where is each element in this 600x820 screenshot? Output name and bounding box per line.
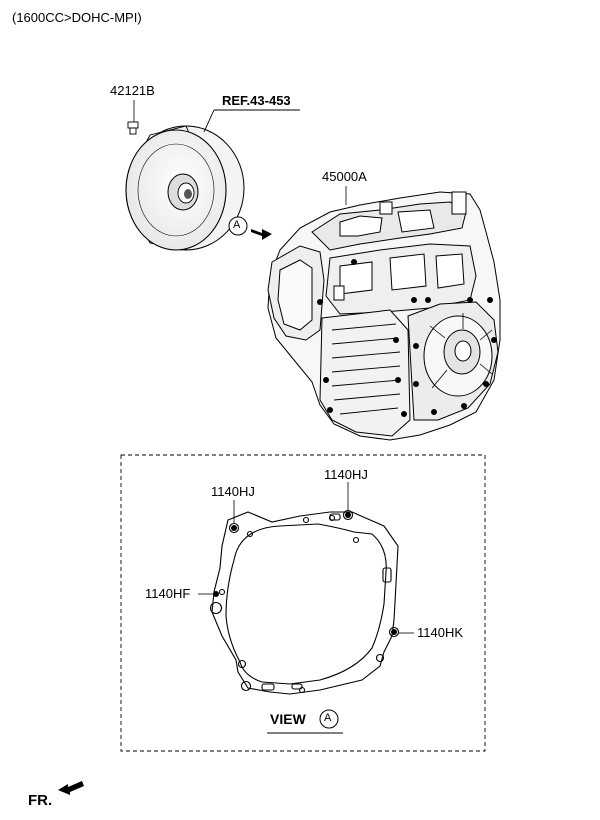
ref-leader [203,109,300,133]
view-a-title-letter: A [324,712,332,724]
view-a-title: VIEW [270,711,306,727]
view-a-frame [120,454,486,752]
callout-leaders [198,482,414,634]
engine-spec-label: (1600CC>DOHC-MPI) [12,10,142,25]
view-a-marker [228,216,272,240]
gasket-plate[interactable] [209,509,400,695]
part-label-45000a[interactable]: 45000A [322,169,367,184]
callout-1140hj-right[interactable]: 1140HJ [324,467,368,482]
view-a-marker-letter: A [233,219,241,231]
view-a-label-graphic [267,709,343,734]
part-label-42121b[interactable]: 42121B [110,83,155,98]
front-direction-icon [58,781,84,795]
torque-converter[interactable] [125,100,245,251]
ref-label[interactable]: REF.43-453 [222,93,291,108]
bolt-42121b-icon [127,121,139,135]
callout-1140hf[interactable]: 1140HF [145,586,191,601]
callout-1140hk[interactable]: 1140HK [417,625,464,640]
gasket-bolts [213,512,397,635]
callout-1140hj-left[interactable]: 1140HJ [211,484,255,499]
transaxle-assembly[interactable] [267,186,501,441]
front-direction-label: FR. [28,792,53,809]
